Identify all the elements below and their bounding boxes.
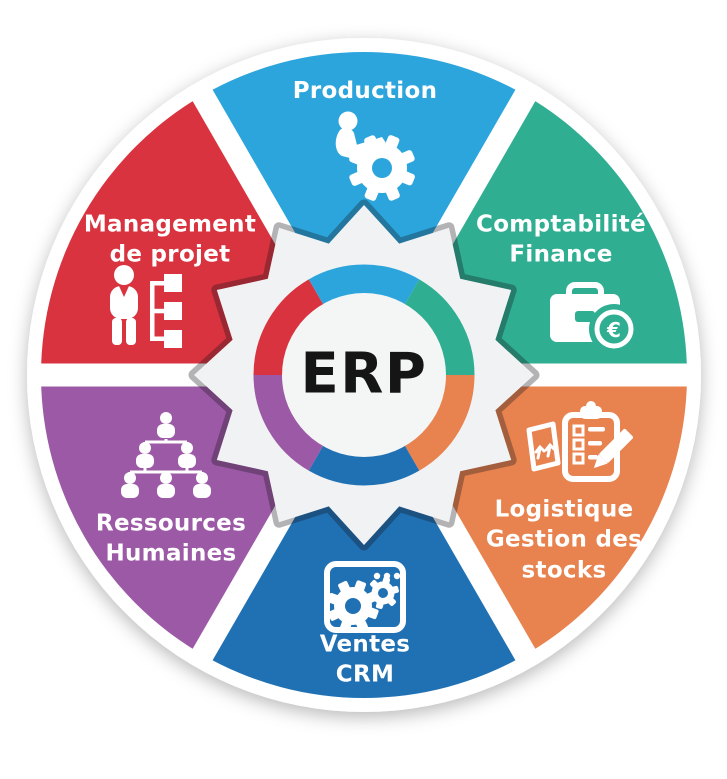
- box-clipboard-pencil-icon: [526, 401, 633, 482]
- ring-arc-management: [253, 279, 324, 376]
- browser-gears-icon: [324, 561, 406, 633]
- worker-gear-icon: [335, 111, 415, 201]
- ring-arc-comptabilite: [404, 279, 475, 376]
- org-chart-people-icon: [121, 412, 211, 498]
- ring-arc-ventes: [308, 445, 420, 486]
- center-color-ring: [253, 264, 475, 486]
- center-circle: [282, 293, 446, 457]
- briefcase-euro-icon: €: [550, 282, 639, 354]
- euro-symbol: €: [606, 318, 621, 342]
- ring-arc-production: [308, 264, 420, 305]
- ring-arc-logistique: [404, 374, 475, 471]
- ring-arc-ressources: [253, 374, 324, 471]
- person-flowchart-icon: [110, 265, 182, 348]
